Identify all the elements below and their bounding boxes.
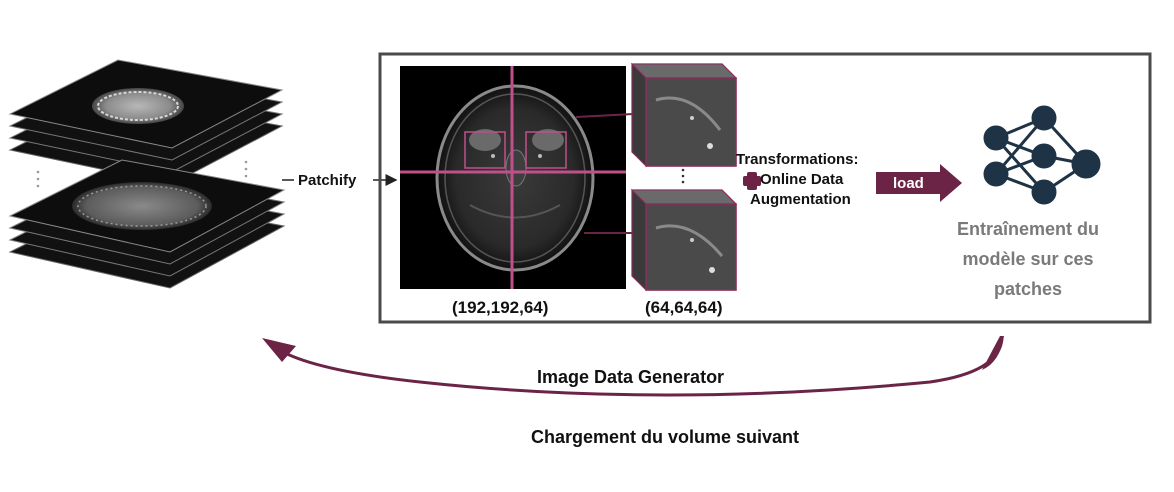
load-label: load	[893, 175, 924, 192]
patch-shape-label: (64,64,64)	[645, 298, 723, 317]
axial-volume-image	[400, 66, 626, 289]
plus-icon	[743, 172, 761, 190]
slice-gap-dots	[36, 160, 248, 188]
loop-arrow	[262, 336, 1004, 397]
pipeline-frame	[378, 52, 1152, 324]
slice-stack-lower	[8, 159, 286, 289]
patch-cube	[630, 188, 738, 292]
patch-gap-dots	[681, 168, 685, 184]
transformations-line-1: Transformations:	[736, 151, 859, 168]
patch-cube	[630, 62, 738, 168]
patchify-label: Patchify	[298, 172, 357, 189]
slice-stack-upper	[8, 59, 284, 185]
image-data-generator-label: Image Data Generator	[537, 367, 725, 387]
transformations-line-2: Online Data	[760, 171, 844, 188]
load-arrow	[876, 164, 962, 202]
mri-slice-stack	[8, 59, 286, 289]
training-label: Entraînement du modèle sur ces patches	[956, 219, 1099, 299]
volume-shape-label: (192,192,64)	[452, 298, 549, 317]
next-volume-label: Chargement du volume suivant	[530, 427, 800, 447]
neural-network-icon	[983, 105, 1101, 205]
brain-slice-image	[92, 88, 184, 124]
patch-outline	[464, 131, 506, 169]
transformations-line-3: Augmentation	[750, 191, 851, 208]
patch-outline	[525, 131, 567, 169]
transformations-label: Transformations: Online Data Augmentatio…	[736, 150, 859, 210]
brain-slice-image	[72, 182, 212, 230]
